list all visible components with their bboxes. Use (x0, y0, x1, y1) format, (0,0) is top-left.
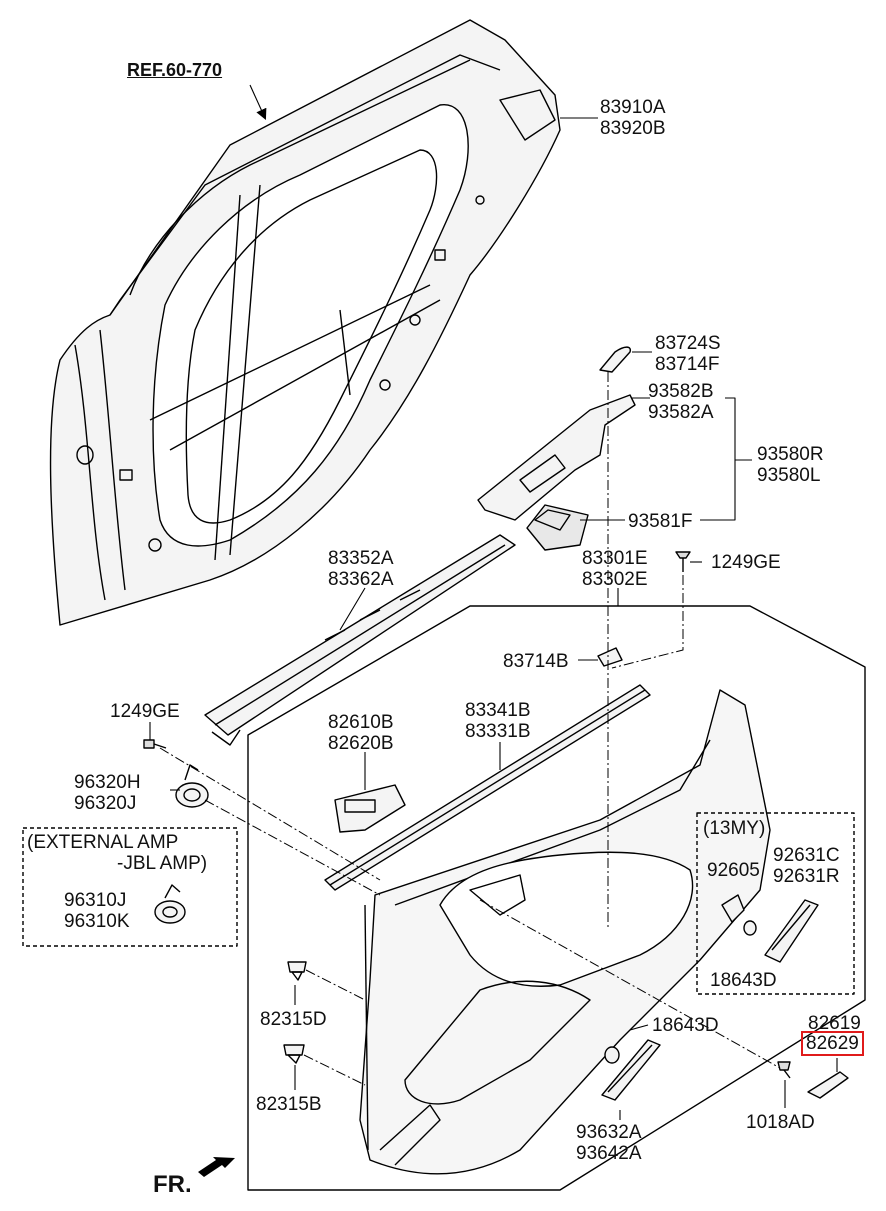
door-trim-frame (247, 605, 866, 1191)
label-clip-82315d: 82315D (260, 1009, 327, 1030)
door-inner-panel (49, 19, 561, 626)
door-trim-panel (359, 689, 771, 1175)
label-clip-82315b: 82315B (256, 1094, 322, 1115)
speaker (175, 764, 209, 808)
label-screw-1018ad: 1018AD (746, 1112, 815, 1133)
screw-top (675, 551, 691, 572)
window-switch-parts (477, 346, 636, 551)
label-power-window-switch: 93581F (628, 511, 693, 532)
label-my13-clip: 92605 (707, 860, 760, 881)
clip-82315b (283, 1044, 305, 1064)
clip-82315d (287, 961, 307, 981)
inside-handle (334, 784, 406, 833)
cover-82629 (807, 1071, 849, 1099)
my13-note: (13MY) (703, 818, 766, 839)
label-screw-left: 1249GE (110, 701, 180, 722)
amp-speaker (154, 884, 186, 924)
external-amp-note: (EXTERNAL AMP-JBL AMP) (27, 832, 208, 874)
my13-parts (721, 894, 819, 963)
screw-1018ad (777, 1061, 791, 1079)
label-bulb: 18643D (652, 1015, 719, 1036)
label-my13-bulb: 18643D (710, 970, 777, 991)
leader-lines (149, 84, 838, 1120)
clip-83714b (597, 647, 623, 667)
belt-weatherstrip (204, 534, 516, 746)
fr-label: FR. (153, 1171, 192, 1198)
courtesy-lamp (601, 1039, 661, 1101)
assembly-lines (159, 372, 781, 1086)
screw-left (143, 739, 167, 749)
label-clip-83714b: 83714B (503, 651, 569, 672)
label-screw-top: 1249GE (711, 552, 781, 573)
external-amp-box (22, 827, 238, 947)
fr-arrow (198, 1157, 235, 1177)
my13-box (696, 812, 855, 995)
label-cover-top: 82619 (808, 1013, 861, 1034)
label-cover-highlighted: 82629 (801, 1031, 864, 1056)
trim-strip (324, 684, 651, 891)
bulb (604, 1046, 620, 1064)
ref-label: REF.60-770 (127, 60, 223, 80)
